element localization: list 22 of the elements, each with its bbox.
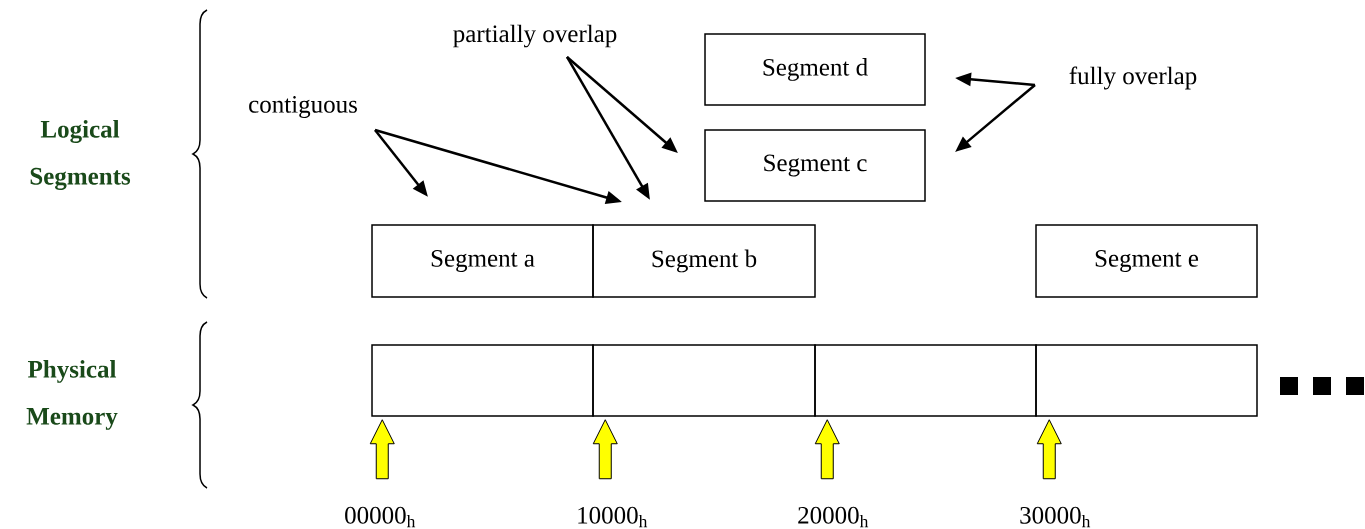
address-label: 20000$_{h}$ (798, 506, 869, 528)
segment-box: Segment d (704, 33, 926, 106)
callout-text: contiguous (249, 96, 357, 118)
pointer-arrow (814, 419, 840, 480)
memory-cell (814, 344, 1037, 417)
callout-text: fully overlap (1069, 66, 1197, 90)
memory-cell (371, 344, 594, 417)
section-label: Logical Segments (30, 120, 131, 190)
segment-box: Segment e (1035, 224, 1258, 298)
segment-box: Segment c (704, 129, 926, 202)
section-label: Physical Memory (26, 360, 118, 430)
memory-cell (592, 344, 816, 417)
segment-box: Segment a (371, 224, 594, 298)
address-label: 30000$_{h}$ (1020, 506, 1091, 528)
segment-box: Segment b (592, 224, 816, 298)
pointer-arrow (369, 419, 395, 480)
pointer-arrow (592, 419, 618, 480)
callout-text: partially overlap (453, 24, 617, 48)
address-label: 00000$_{h}$ (345, 506, 416, 528)
memory-cell (1035, 344, 1258, 417)
pointer-arrow (1036, 419, 1062, 480)
address-label: 10000$_{h}$ (578, 506, 648, 528)
